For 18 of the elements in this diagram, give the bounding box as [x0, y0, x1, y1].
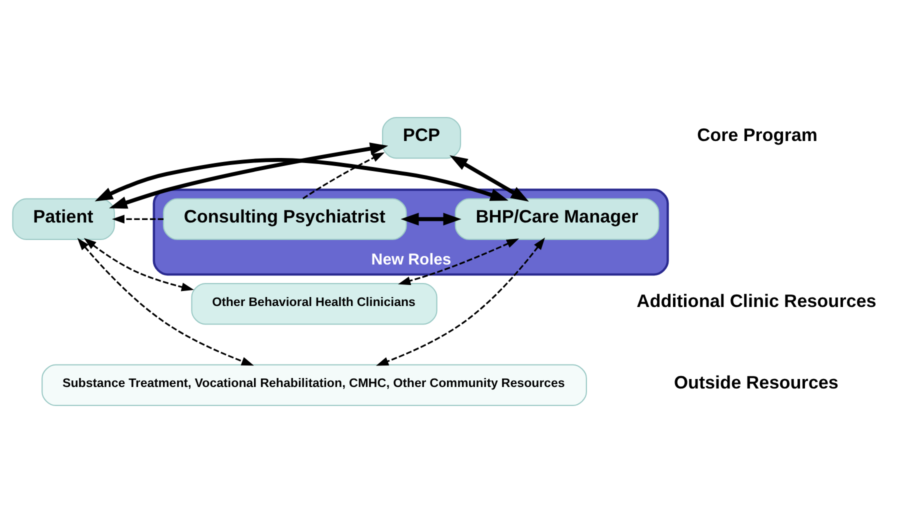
label: Additional Clinic Resources: [636, 291, 876, 312]
arrow: [400, 212, 462, 226]
node-box: BHP/Care Manager: [454, 198, 660, 240]
node-box: Consulting Psychiatrist: [162, 198, 407, 240]
arrow: [376, 237, 545, 366]
arrow: [450, 155, 529, 202]
node-box: Other Behavioral Health Clinicians: [191, 282, 438, 325]
arrow: [84, 238, 194, 292]
arrow: [112, 214, 164, 224]
arrow: [77, 238, 254, 366]
node-box: Patient: [12, 198, 115, 240]
label: Core Program: [697, 125, 818, 146]
node-box: Substance Treatment, Vocational Rehabilitation, CMHC, Other Community Resources: [42, 364, 587, 406]
arrow: [94, 158, 508, 202]
arrow: [109, 142, 388, 209]
node-box: PCP: [382, 116, 462, 159]
label: Outside Resources: [674, 372, 838, 392]
arrow: [398, 238, 520, 286]
